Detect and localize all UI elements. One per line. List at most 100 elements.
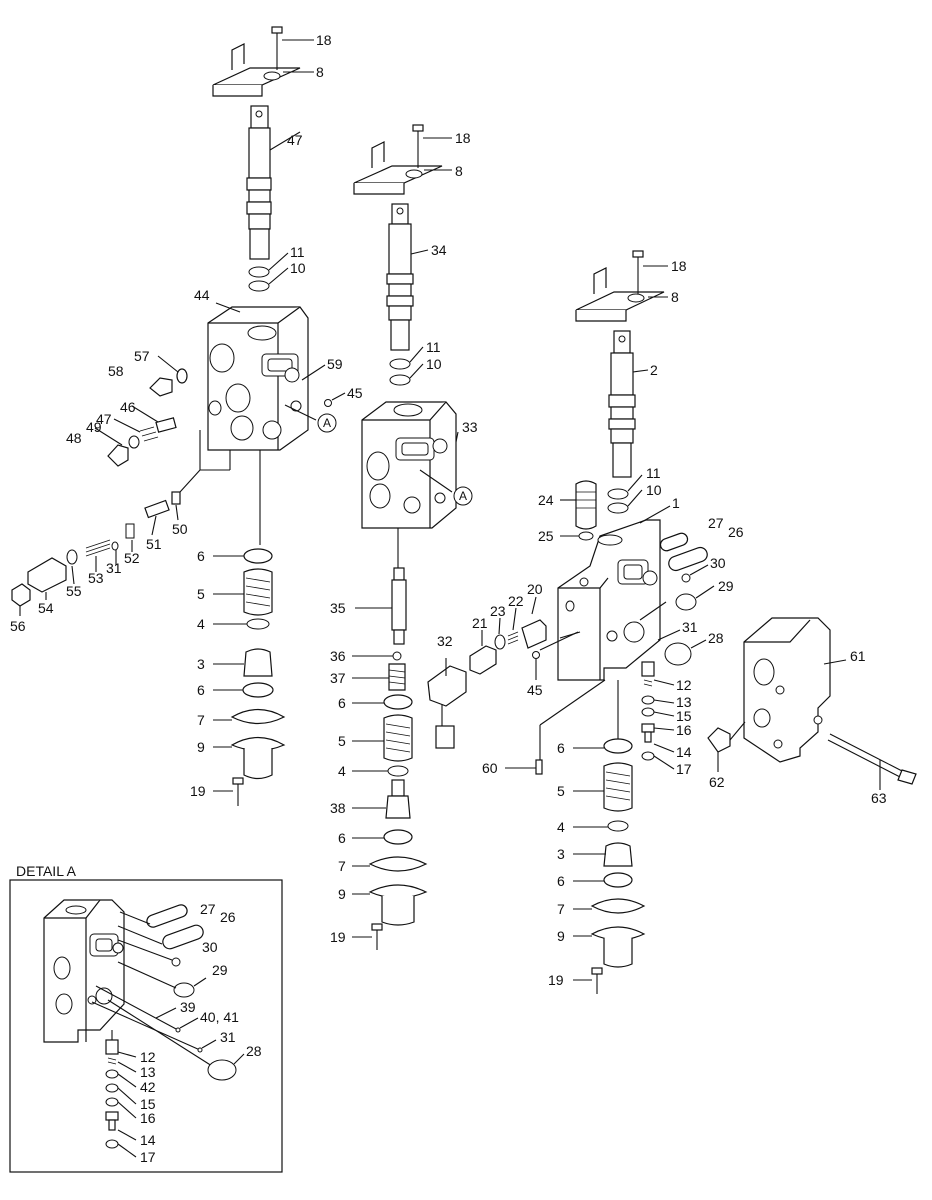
label-37: 37 <box>330 670 346 686</box>
label-27: 27 <box>708 515 724 531</box>
label-19-mid: 19 <box>330 929 346 945</box>
label-19-right: 19 <box>548 972 564 988</box>
label-19-left: 19 <box>190 783 206 799</box>
label-5-right: 5 <box>557 783 565 799</box>
label-10-mid: 10 <box>426 356 442 372</box>
detail-label-16: 16 <box>140 1110 156 1126</box>
detail-label-31: 31 <box>220 1029 236 1045</box>
end-cover-assembly <box>707 617 917 790</box>
detail-label-15: 15 <box>140 1096 156 1112</box>
label-24: 24 <box>538 492 554 508</box>
label-26: 26 <box>728 524 744 540</box>
label-3-right: 3 <box>557 846 565 862</box>
label-50: 50 <box>172 521 188 537</box>
label-9-mid: 9 <box>338 886 346 902</box>
label-8: 8 <box>316 64 324 80</box>
middle-valve-assembly <box>352 124 473 950</box>
label-7-left: 7 <box>197 712 205 728</box>
label-58: 58 <box>108 363 124 379</box>
label-63: 63 <box>871 790 887 806</box>
label-38: 38 <box>330 800 346 816</box>
detail-label-13: 13 <box>140 1064 156 1080</box>
left-valve-assembly <box>11 26 346 806</box>
label-31-right: 31 <box>682 619 698 635</box>
detail-label-26: 26 <box>220 909 236 925</box>
label-54: 54 <box>38 600 54 616</box>
label-18-right: 18 <box>671 258 687 274</box>
label-9-left: 9 <box>197 739 205 755</box>
detail-label-40-41: 40, 41 <box>200 1009 239 1025</box>
label-23: 23 <box>490 603 506 619</box>
label-47: 47 <box>287 132 303 148</box>
label-59: 59 <box>327 356 343 372</box>
label-4-left: 4 <box>197 616 205 632</box>
label-17-right: 17 <box>676 761 692 777</box>
label-61: 61 <box>850 648 866 664</box>
label-6-left-b: 6 <box>197 682 205 698</box>
label-60: 60 <box>482 760 498 776</box>
label-53: 53 <box>88 570 104 586</box>
label-18: 18 <box>316 32 332 48</box>
label-62: 62 <box>709 774 725 790</box>
label-52: 52 <box>124 550 140 566</box>
label-16-right: 16 <box>676 722 692 738</box>
detail-a-title: DETAIL A <box>16 863 77 879</box>
label-4-right: 4 <box>557 819 565 835</box>
label-7-mid: 7 <box>338 858 346 874</box>
detail-label-42: 42 <box>140 1079 156 1095</box>
label-4-mid: 4 <box>338 763 346 779</box>
label-33: 33 <box>462 419 478 435</box>
label-46: 46 <box>120 399 136 415</box>
detail-label-39: 39 <box>180 999 196 1015</box>
detail-label-17: 17 <box>140 1149 156 1165</box>
label-18-mid: 18 <box>455 130 471 146</box>
label-11: 11 <box>290 244 305 260</box>
label-6-left-a: 6 <box>197 548 205 564</box>
label-29: 29 <box>718 578 734 594</box>
detail-label-29: 29 <box>212 962 228 978</box>
label-12-right: 12 <box>676 677 692 693</box>
label-56: 56 <box>10 618 26 634</box>
label-1: 1 <box>672 495 680 511</box>
label-5-left: 5 <box>197 586 205 602</box>
label-3-left: 3 <box>197 656 205 672</box>
label-47b: 47 <box>96 411 112 427</box>
label-31-left: 31 <box>106 560 122 576</box>
label-55: 55 <box>66 583 82 599</box>
label-8-right: 8 <box>671 289 679 305</box>
detail-a-panel <box>9 879 283 1173</box>
label-5-mid: 5 <box>338 733 346 749</box>
label-44: 44 <box>194 287 210 303</box>
label-15-right: 15 <box>676 708 692 724</box>
label-51: 51 <box>146 536 162 552</box>
label-20: 20 <box>527 581 543 597</box>
label-9-right: 9 <box>557 928 565 944</box>
label-32: 32 <box>437 633 453 649</box>
label-13-right: 13 <box>676 694 692 710</box>
ref-a-mid: A <box>459 489 467 503</box>
label-45: 45 <box>347 385 363 401</box>
label-25: 25 <box>538 528 554 544</box>
label-2: 2 <box>650 362 658 378</box>
label-21: 21 <box>472 615 488 631</box>
label-57: 57 <box>134 348 150 364</box>
detail-label-30: 30 <box>202 939 218 955</box>
label-7-right: 7 <box>557 901 565 917</box>
label-45-right: 45 <box>527 682 543 698</box>
label-11-mid: 11 <box>426 339 441 355</box>
label-6-right-b: 6 <box>557 873 565 889</box>
right-valve-assembly <box>427 250 715 994</box>
label-6-mid-b: 6 <box>338 830 346 846</box>
label-6-right-a: 6 <box>557 740 565 756</box>
label-34: 34 <box>431 242 447 258</box>
label-28-right: 28 <box>708 630 724 646</box>
detail-label-14: 14 <box>140 1132 156 1148</box>
label-22: 22 <box>508 593 524 609</box>
label-36: 36 <box>330 648 346 664</box>
label-48: 48 <box>66 430 82 446</box>
detail-label-28: 28 <box>246 1043 262 1059</box>
label-14-right: 14 <box>676 744 692 760</box>
label-6-mid-a: 6 <box>338 695 346 711</box>
label-10: 10 <box>290 260 306 276</box>
